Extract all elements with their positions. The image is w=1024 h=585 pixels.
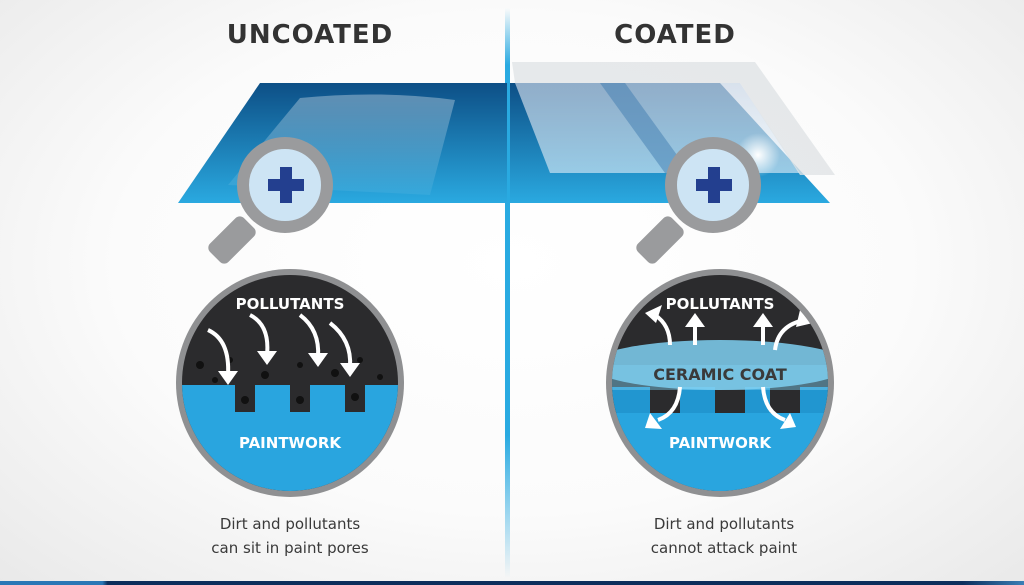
bottom-bar (0, 581, 1024, 585)
coated-lens: POLLUTANTS CERAMIC COAT PAINTWORK (606, 269, 834, 497)
paintwork-label-coated: PAINTWORK (669, 434, 772, 452)
coated-heading: COATED (614, 20, 736, 50)
uncoated-heading: UNCOATED (226, 20, 394, 50)
coated-caption: Dirt and pollutants cannot attack paint (574, 512, 874, 560)
center-divider (505, 8, 510, 578)
pollutants-label-coated: POLLUTANTS (666, 295, 775, 313)
magnifier-plus-icon-right (636, 137, 761, 264)
coated-caption-line2: cannot attack paint (650, 539, 798, 557)
uncoated-caption-line2: can sit in paint pores (211, 539, 369, 557)
uncoated-caption-line1: Dirt and pollutants (219, 515, 361, 533)
uncoated-lens: POLLUTANTS PAINTWORK (176, 269, 404, 497)
pollutants-label: POLLUTANTS (236, 295, 345, 313)
magnifier-plus-icon-left (208, 137, 333, 264)
uncoated-caption: Dirt and pollutants can sit in paint por… (140, 512, 440, 560)
ceramic-coat-label: CERAMIC COAT (653, 365, 787, 384)
windshield-icon (178, 62, 835, 203)
coated-caption-line1: Dirt and pollutants (653, 515, 795, 533)
paintwork-label: PAINTWORK (239, 434, 342, 452)
